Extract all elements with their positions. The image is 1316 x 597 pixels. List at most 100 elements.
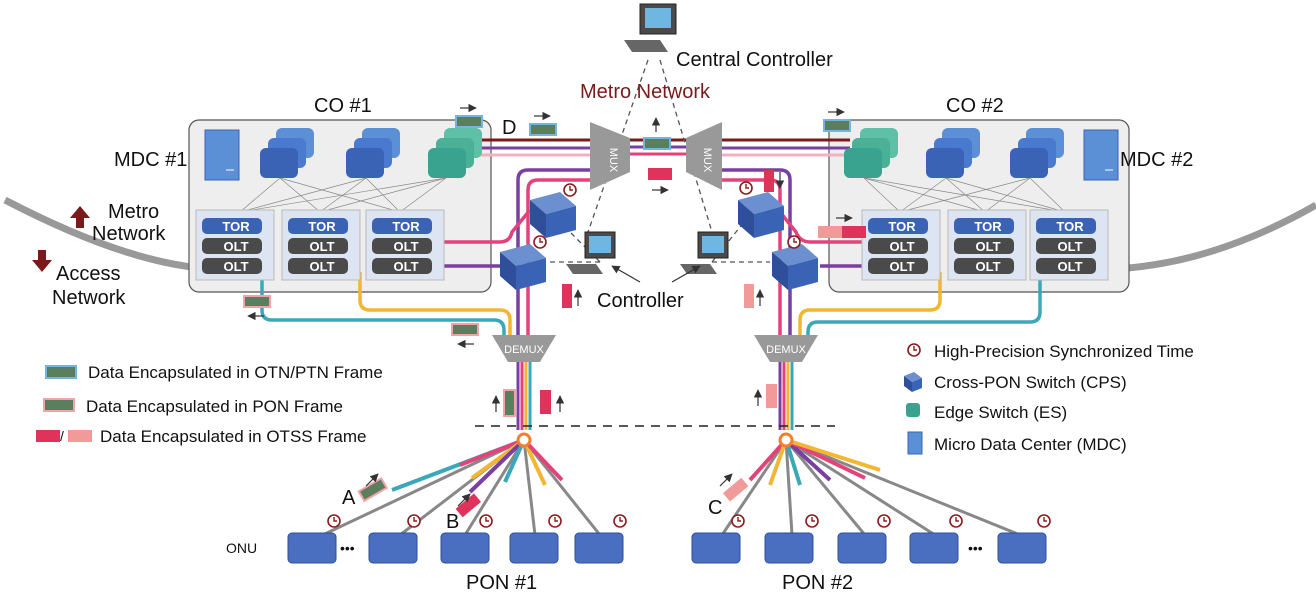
onu-box xyxy=(574,532,624,564)
pon2-splitter xyxy=(778,432,794,448)
mdc-server-icon xyxy=(1083,129,1119,181)
tor-olt-stack-co2-3: TOR OLT OLT xyxy=(1029,209,1109,281)
demux-right: DEMUX xyxy=(754,335,818,362)
central-controller-label: Central Controller xyxy=(676,49,833,71)
pon1-label: PON #1 xyxy=(466,572,537,594)
direction-arrows xyxy=(247,103,853,507)
onu-label: ONU xyxy=(226,540,257,556)
controller-label: Controller xyxy=(597,290,684,312)
svg-text:TOR: TOR xyxy=(392,219,420,234)
onu-box xyxy=(691,532,741,564)
mdc2-label: MDC #2 xyxy=(1120,149,1193,171)
right-controller-computer-icon xyxy=(680,231,729,274)
tor-olt-stack-co1-3: TOR OLT OLT xyxy=(365,209,445,281)
svg-text:OLT: OLT xyxy=(975,259,1000,274)
tor-olt-stack-co1-1: TOR OLT OLT xyxy=(195,209,275,281)
onu-box xyxy=(509,532,559,564)
demux-left: DEMUX xyxy=(492,335,556,362)
metro-network-label: Network xyxy=(92,223,166,245)
cps-switch-icon xyxy=(904,372,922,392)
svg-text:/: / xyxy=(60,428,64,444)
svg-text:DEMUX: DEMUX xyxy=(504,344,544,356)
edge-switch-icon xyxy=(906,403,920,417)
onu-box xyxy=(764,532,814,564)
tor-olt-stack-co2-2: TOR OLT OLT xyxy=(947,209,1027,281)
svg-text:DEMUX: DEMUX xyxy=(766,344,806,356)
co2-label: CO #2 xyxy=(946,95,1004,117)
onu-row xyxy=(287,532,1047,564)
controller-arrow-right xyxy=(671,265,701,283)
left-controller-computer-icon xyxy=(566,231,616,274)
tor-olt-stack-co2-1: TOR OLT OLT xyxy=(861,209,941,281)
metro-access-boundary-right xyxy=(1127,201,1316,272)
svg-text:OLT: OLT xyxy=(1057,239,1082,254)
svg-text:TOR: TOR xyxy=(308,219,336,234)
legend-left: Data Encapsulated in OTN/PTN Frame Data … xyxy=(36,363,383,446)
point-a-label: A xyxy=(342,487,356,509)
svg-text:TOR: TOR xyxy=(1056,219,1084,234)
cps-switch-icon xyxy=(772,244,818,290)
pon2-label: PON #2 xyxy=(782,572,853,594)
data-frames xyxy=(243,115,866,518)
svg-text:OLT: OLT xyxy=(393,259,418,274)
cps-switch-icon xyxy=(738,192,784,238)
legend-es-text: Edge Switch (ES) xyxy=(934,403,1067,422)
pon2-fanout xyxy=(720,438,1021,537)
svg-text:OLT: OLT xyxy=(309,259,334,274)
left-fibers xyxy=(260,168,598,335)
controller-arrow-left xyxy=(611,265,641,283)
onu-box xyxy=(909,532,959,564)
metro-access-boundary-left xyxy=(3,196,201,272)
metro-network-title: Metro Network xyxy=(580,81,711,103)
access-label: Access xyxy=(56,263,120,285)
svg-text:TOR: TOR xyxy=(888,219,916,234)
point-c-label: C xyxy=(708,497,722,519)
svg-text:OLT: OLT xyxy=(975,239,1000,254)
legend-otn-text: Data Encapsulated in OTN/PTN Frame xyxy=(88,363,383,382)
legend-right: High-Precision Synchronized Time Cross-P… xyxy=(904,342,1194,455)
legend-cps-text: Cross-PON Switch (CPS) xyxy=(934,373,1127,392)
edge-switch-stacks-co1 xyxy=(260,128,482,178)
onu-clocks xyxy=(327,514,1051,528)
pon1-splitter xyxy=(516,432,532,448)
legend-pon-text: Data Encapsulated in PON Frame xyxy=(86,397,343,416)
svg-text:OLT: OLT xyxy=(889,239,914,254)
svg-text:TOR: TOR xyxy=(222,219,250,234)
cps-switch-icon xyxy=(530,192,576,238)
mdc-server-icon xyxy=(907,431,923,455)
onu-box xyxy=(837,532,887,564)
mux-left-label: MUX xyxy=(607,148,619,173)
co-mesh xyxy=(239,177,1066,213)
svg-text:OLT: OLT xyxy=(223,259,248,274)
pon1-fanout xyxy=(311,438,602,542)
up-arrow-icon xyxy=(70,206,90,228)
metro-label: Metro xyxy=(108,201,159,223)
svg-text:OLT: OLT xyxy=(393,239,418,254)
clock-icon xyxy=(907,343,921,357)
svg-text:OLT: OLT xyxy=(1057,259,1082,274)
co1-label: CO #1 xyxy=(314,95,372,117)
trunk-left xyxy=(516,362,532,430)
onu-box xyxy=(287,532,337,564)
point-b-label: B xyxy=(446,511,459,533)
mux-left: MUX xyxy=(590,122,630,190)
svg-text:TOR: TOR xyxy=(974,219,1002,234)
onu-dots-right: ••• xyxy=(968,540,983,556)
mdc1-label: MDC #1 xyxy=(114,149,187,171)
legend-otss-text: Data Encapsulated in OTSS Frame xyxy=(100,427,366,446)
svg-text:OLT: OLT xyxy=(309,239,334,254)
tor-olt-stack-co1-2: TOR OLT OLT xyxy=(281,209,361,281)
onu-box xyxy=(997,532,1047,564)
legend-clock-text: High-Precision Synchronized Time xyxy=(934,342,1194,361)
svg-text:OLT: OLT xyxy=(889,259,914,274)
onu-dots-left: ••• xyxy=(340,540,355,556)
onu-box xyxy=(440,532,490,564)
mdc-server-icon xyxy=(204,129,240,181)
access-network-label: Network xyxy=(52,287,126,309)
edge-switch-stacks-co2 xyxy=(844,128,1064,178)
mux-right-label: MUX xyxy=(701,148,713,173)
onu-box xyxy=(368,532,418,564)
svg-text:OLT: OLT xyxy=(223,239,248,254)
central-controller-computer-icon xyxy=(624,3,677,52)
